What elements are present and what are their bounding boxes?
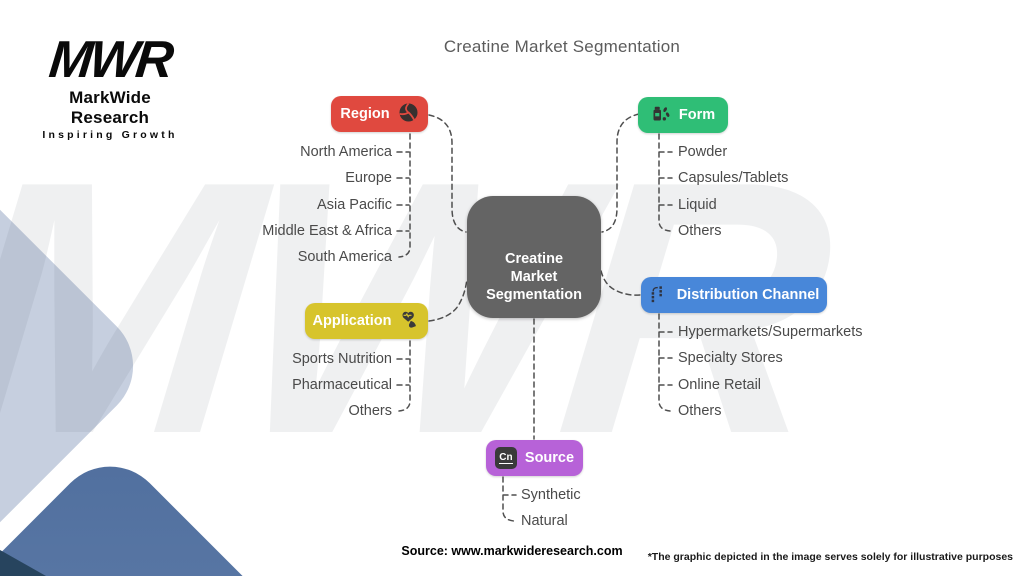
application-items-rail	[396, 340, 411, 412]
source-items-rail	[502, 476, 517, 522]
list-item: Liquid	[678, 197, 717, 213]
logo-acronym: MWR	[46, 31, 174, 89]
list-item: Specialty Stores	[678, 350, 783, 366]
list-item: Middle East & Africa	[262, 223, 392, 239]
connector-form-to-center	[601, 113, 640, 233]
central-node-line: Market	[510, 269, 558, 285]
list-item: Natural	[521, 513, 568, 529]
list-item: Hypermarkets/Supermarkets	[678, 324, 863, 340]
list-item: Others	[348, 403, 392, 419]
list-item: Pharmaceutical	[292, 377, 392, 393]
footer-source-text: Source: www.markwideresearch.com	[401, 544, 623, 558]
form-items-rail	[658, 133, 673, 232]
connector-region-to-center	[428, 114, 467, 233]
page-title: Creatine Market Segmentation	[443, 37, 681, 56]
list-item: Powder	[678, 144, 728, 160]
region-label: Region	[340, 106, 390, 122]
globe-icon	[398, 102, 419, 127]
supplement-bottle-icon	[651, 103, 671, 127]
logo: MWR MarkWide Research Inspiring Growth	[28, 31, 192, 141]
list-item: Capsules/Tablets	[678, 170, 789, 186]
form-node: Form	[638, 97, 728, 133]
central-node: Creatine Market Segmentation	[467, 196, 601, 318]
footer-disclaimer-text: *The graphic depicted in the image serve…	[647, 551, 1013, 563]
list-item: Others	[678, 403, 722, 419]
network-icon	[649, 283, 669, 307]
distribution-channel-label: Distribution Channel	[676, 287, 820, 303]
central-node-line: Creatine	[504, 251, 564, 267]
fitness-heart-icon	[399, 309, 420, 334]
list-item: Online Retail	[678, 377, 762, 393]
list-item: South America	[297, 249, 392, 265]
logo-name: MarkWide Research	[69, 88, 151, 127]
list-item: Europe	[345, 170, 392, 186]
list-item: Synthetic	[521, 487, 581, 503]
list-item: North America	[300, 144, 392, 160]
region-items-rail	[396, 133, 411, 258]
list-item: Asia Pacific	[317, 197, 392, 213]
central-node-line: Segmentation	[486, 287, 582, 303]
connector-center-to-distribution	[600, 270, 641, 296]
element-symbol-icon: Cn	[494, 447, 517, 469]
source-label: Source	[524, 450, 575, 466]
connector-application-to-center	[428, 278, 468, 322]
list-item: Others	[678, 223, 722, 239]
element-symbol-text: Cn	[499, 452, 513, 464]
application-node: Application	[305, 303, 428, 339]
distribution-channel-node: Distribution Channel	[641, 277, 827, 313]
logo-tagline: Inspiring Growth	[42, 129, 178, 141]
distribution-items-rail	[658, 313, 673, 412]
application-label: Application	[312, 313, 392, 329]
region-node: Region	[331, 96, 428, 132]
source-node: Cn Source	[486, 440, 583, 476]
form-label: Form	[678, 107, 716, 123]
list-item: Sports Nutrition	[292, 351, 392, 367]
